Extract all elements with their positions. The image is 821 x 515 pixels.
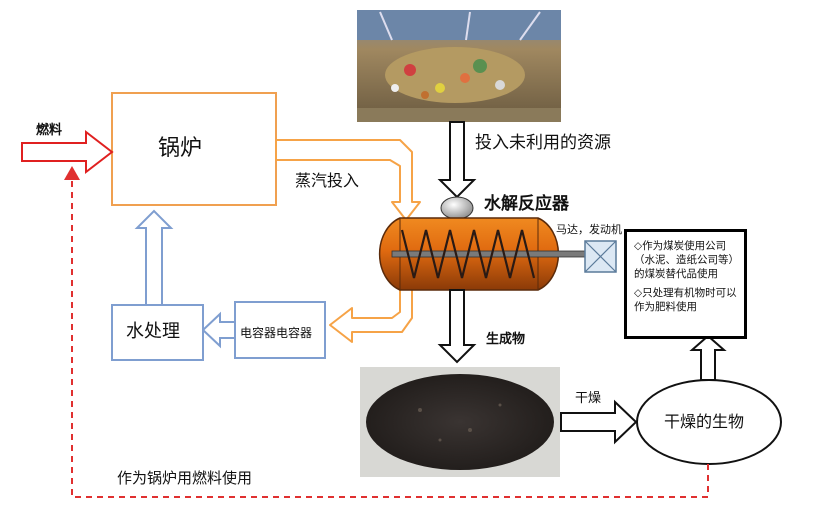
output-photo [360,367,560,477]
condenser-label: 电容器电容器 [240,326,313,340]
water-treatment-label: 水处理 [126,321,180,342]
motor-box [584,240,617,273]
uses-arrow [689,334,727,381]
drying-arrow [560,399,638,445]
reactor-cap [440,196,474,220]
water-treatment-box [111,304,204,361]
uses-box: ◇作为煤炭使用公司（水泥、造纸公司等）的煤炭替代品使用 ◇只处理有机物时可以作为… [624,229,747,339]
dashed-return-arrowhead [64,166,80,180]
fuel-label: 燃料 [36,123,63,138]
hydrolysis-reactor [378,217,588,291]
dashed-return-line [71,175,709,498]
boiler-fuel-use-label: 作为锅炉用燃料使用 [117,469,253,487]
dried-product-label: 干燥的生物 [664,412,745,431]
drying-label: 干燥 [575,391,602,406]
fuel-arrow [21,129,114,175]
condensate-arrow [329,287,413,343]
boiler-label: 锅炉 [158,136,203,161]
motor-engine-label: 马达，发动机 [556,223,622,236]
steam-input-label: 蒸汽投入 [295,171,360,190]
water-to-boiler-arrow [134,209,174,306]
boiler-box [111,92,277,206]
condenser-to-water-arrow [201,311,236,349]
input-photo [357,10,561,122]
product-arrow [437,289,477,364]
product-label: 生成物 [486,332,526,347]
hydrolysis-reactor-label: 水解反应器 [484,194,569,214]
use-coal-substitute: ◇作为煤炭使用公司（水泥、造纸公司等）的煤炭替代品使用 [634,240,739,280]
input-resources-label: 投入未利用的资源 [475,133,611,153]
use-fertilizer: ◇只处理有机物时可以作为肥料使用 [634,287,737,313]
input-arrow [437,121,477,199]
steam-arrow [275,139,421,221]
